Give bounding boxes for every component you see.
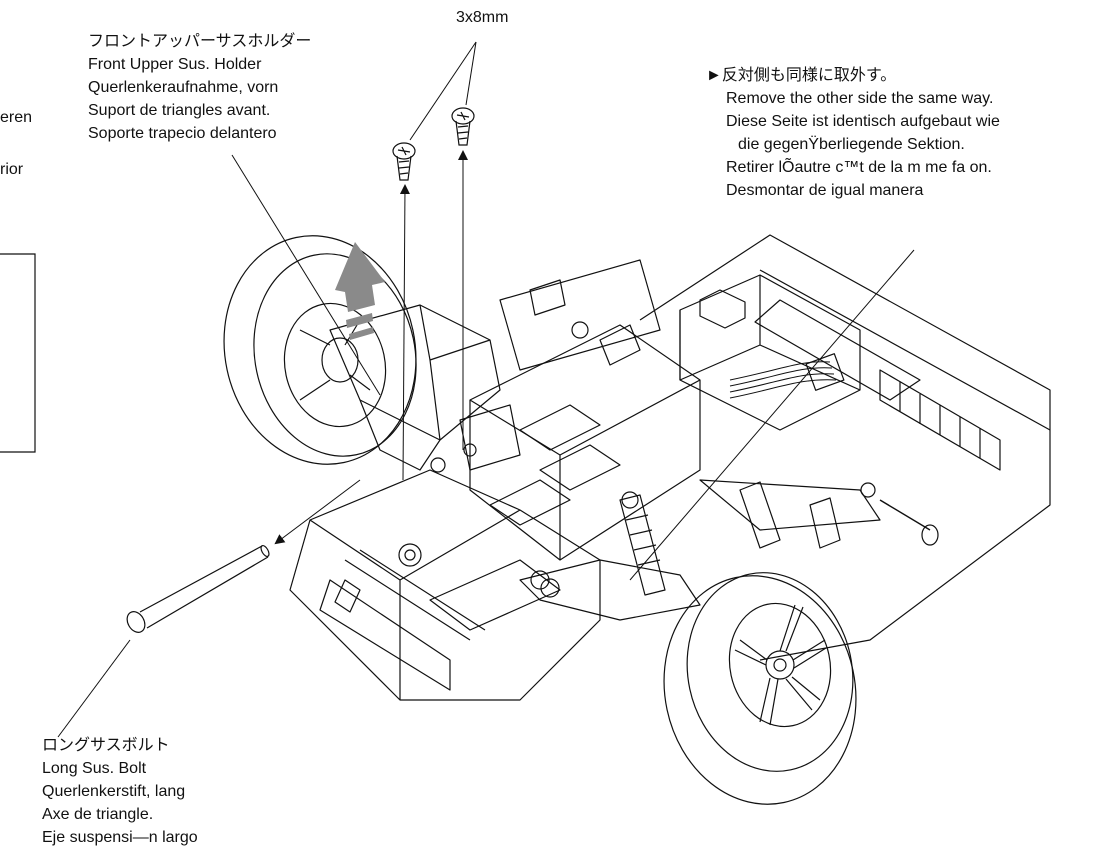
edge-fragment-2: rior — [0, 161, 24, 178]
long-bolt-label: ロングサスボルト Long Sus. Bolt Querlenkerstift,… — [42, 734, 198, 849]
other-side-label: ►反対側も同様に取外す。 Remove the other side the s… — [706, 64, 1000, 202]
upper-holder-en: Front Upper Sus. Holder — [88, 56, 262, 73]
screw-size-label: 3x8mm — [456, 6, 508, 29]
upper-holder-de: Querlenkeraufnahme, vorn — [88, 79, 279, 96]
leader-other-side — [629, 249, 915, 581]
long-bolt-de: Querlenkerstift, lang — [42, 783, 186, 800]
leader-lines — [57, 41, 915, 738]
edge-fragment: rior — [0, 158, 23, 181]
other-side-de1: Diese Seite ist identisch aufgebaut wie — [726, 113, 1000, 130]
long-bolt-es: Eje suspensi—n largo — [42, 829, 198, 846]
other-side-jp: ►反対側も同様に取外す。 — [706, 67, 897, 84]
lift-arrow-icon — [335, 242, 385, 340]
screw-icon — [392, 107, 475, 181]
edge-fragment-1: eren — [0, 109, 33, 126]
long-bolt-jp: ロングサスボルト — [42, 737, 170, 754]
side-box — [0, 253, 36, 453]
bolt-arrow — [274, 479, 361, 545]
other-side-de2: die gegenŸberliegende Sektion. — [738, 136, 965, 153]
leader-screw-1 — [409, 41, 477, 141]
long-bolt-fr: Axe de triangle. — [42, 806, 154, 823]
upper-holder-jp: フロントアッパーサスホルダー — [88, 33, 312, 50]
other-side-fr: Retirer lÕautre c™t de la m me fa on. — [726, 159, 992, 176]
upper-holder-label: フロントアッパーサスホルダー Front Upper Sus. Holder Q… — [88, 30, 311, 145]
wheel-icon — [223, 235, 417, 465]
screw-arrow-1 — [399, 184, 410, 481]
screw-size: 3x8mm — [456, 9, 509, 26]
long-bolt-en: Long Sus. Bolt — [42, 760, 147, 777]
bolt-icon — [126, 544, 270, 633]
other-side-es: Desmontar de igual manera — [726, 182, 924, 199]
upper-holder-fr: Suport de triangles avant. — [88, 102, 271, 119]
leader-screw-2 — [465, 41, 477, 106]
upper-holder-es: Soporte trapecio delantero — [88, 125, 277, 142]
leader-bolt — [57, 639, 131, 738]
wheel-icon — [663, 572, 857, 805]
leader-holder — [231, 154, 381, 396]
edge-fragment: eren — [0, 106, 32, 129]
other-side-en: Remove the other side the same way. — [726, 90, 994, 107]
